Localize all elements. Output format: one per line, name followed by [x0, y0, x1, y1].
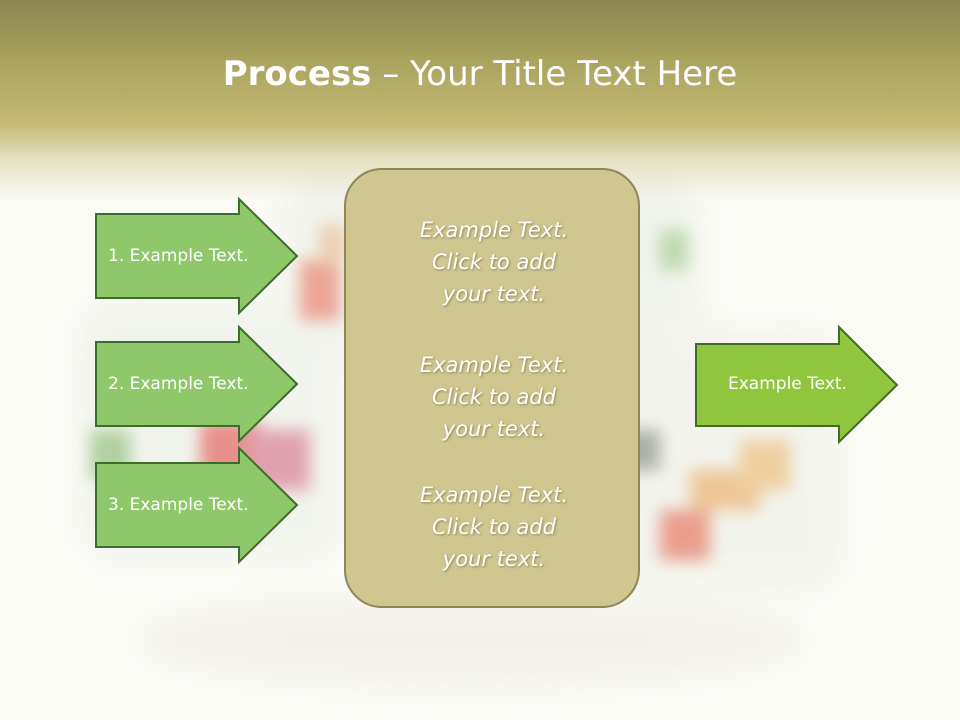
step-arrow-1[interactable]: 1. Example Text. — [95, 196, 299, 316]
output-arrow[interactable]: Example Text. — [695, 324, 899, 445]
step-arrow-shape — [95, 324, 299, 444]
center-line: Example Text. — [419, 483, 569, 507]
step-arrow-shape — [95, 445, 299, 565]
output-arrow-shape — [695, 324, 899, 445]
center-block-1: Example Text. Click to add your text. — [346, 214, 642, 310]
title-rest-part: – Your Title Text Here — [371, 54, 738, 94]
center-block-3: Example Text. Click to add your text. — [346, 479, 642, 575]
step-label: 2. Example Text. — [108, 374, 249, 394]
step-label: 1. Example Text. — [108, 246, 249, 266]
slide-title[interactable]: Process – Your Title Text Here — [0, 52, 960, 96]
step-arrow-shape — [95, 196, 299, 316]
step-arrow-3[interactable]: 3. Example Text. — [95, 445, 299, 565]
step-label: 3. Example Text. — [108, 495, 249, 515]
center-line: your text. — [442, 547, 546, 571]
center-line: Example Text. — [419, 218, 569, 242]
center-block-2: Example Text. Click to add your text. — [346, 349, 642, 445]
center-line: your text. — [442, 417, 546, 441]
center-line: Click to add — [431, 385, 556, 409]
center-line: Click to add — [431, 250, 556, 274]
title-bold-part: Process — [222, 54, 372, 94]
step-arrow-2[interactable]: 2. Example Text. — [95, 324, 299, 444]
output-label: Example Text. — [728, 374, 847, 394]
header-band — [0, 0, 960, 200]
center-text-box[interactable]: Example Text. Click to add your text. Ex… — [344, 168, 640, 608]
center-line: Example Text. — [419, 353, 569, 377]
center-line: your text. — [442, 282, 546, 306]
center-line: Click to add — [431, 515, 556, 539]
